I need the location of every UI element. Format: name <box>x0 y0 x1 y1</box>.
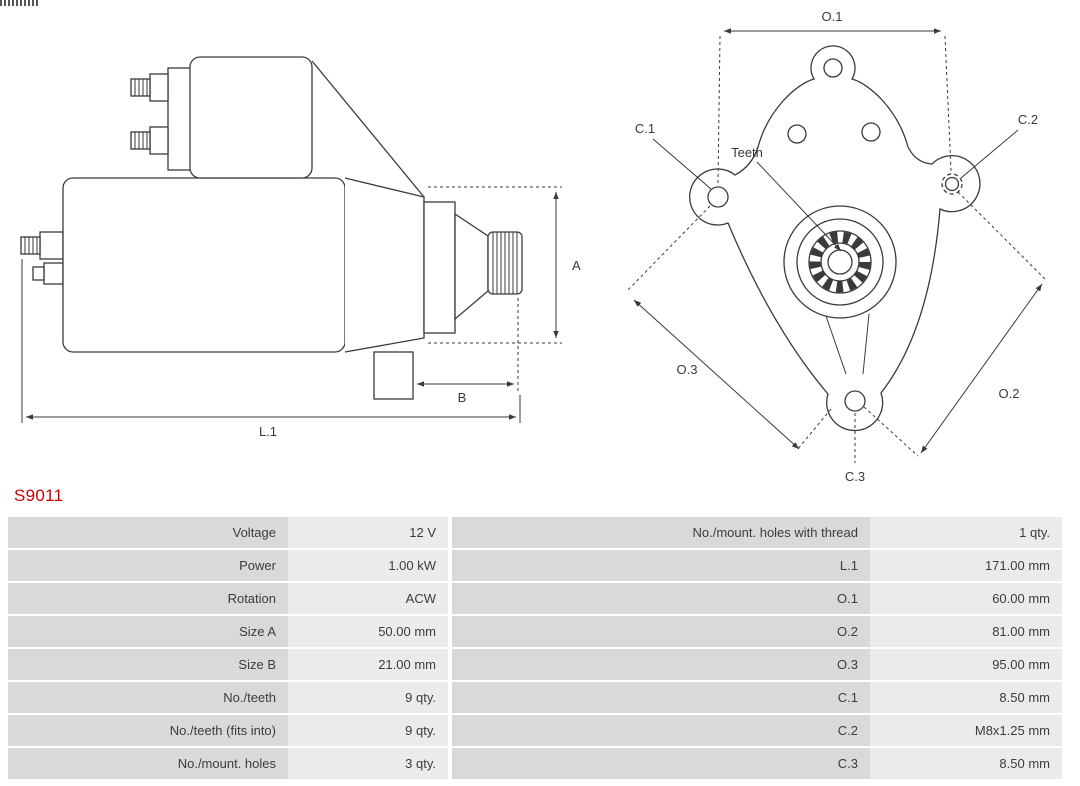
spec-label-cell: Power <box>8 550 288 581</box>
spec-value-cell: 8.50 mm <box>870 682 1062 713</box>
spec-row: No./teeth (fits into) 9 qty. C.2 M8x1.25… <box>8 715 1062 746</box>
spec-label-cell: No./teeth (fits into) <box>8 715 288 746</box>
dim-label-o1: O.1 <box>822 9 843 24</box>
spec-row: No./teeth 9 qty. C.1 8.50 mm <box>8 682 1062 713</box>
spec-label-cell: L.1 <box>452 550 870 581</box>
solenoid <box>130 56 313 179</box>
dim-label-b: B <box>458 390 467 405</box>
dim-extension-o2-bottom <box>863 406 919 457</box>
gear-spline-teeth <box>809 231 871 293</box>
spec-value-cell: 60.00 mm <box>870 583 1062 614</box>
spec-label-cell: No./mount. holes with thread <box>452 517 870 548</box>
spec-label-cell: O.2 <box>452 616 870 647</box>
side-view-labels: A B L.1 <box>259 258 581 439</box>
tab-hole <box>823 58 843 78</box>
starter-side-view <box>20 56 523 400</box>
spec-row: Size A 50.00 mm O.2 81.00 mm <box>8 616 1062 647</box>
spec-value-cell: 9 qty. <box>288 715 448 746</box>
spec-label-cell: No./teeth <box>8 682 288 713</box>
dim-extension-o3-top <box>626 205 711 292</box>
dim-extension-o3-bottom <box>796 408 832 451</box>
side-view-dimensions <box>21 186 562 423</box>
spec-value-cell: 8.50 mm <box>870 748 1062 779</box>
dim-extension-o2-top <box>957 191 1046 280</box>
spec-row: No./mount. holes 3 qty. C.3 8.50 mm <box>8 748 1062 779</box>
dim-extension-o1-right <box>944 35 952 172</box>
spec-row: Power 1.00 kW L.1 171.00 mm <box>8 550 1062 581</box>
spec-value-cell: 1 qty. <box>870 517 1062 548</box>
spec-table: Voltage 12 V No./mount. holes with threa… <box>8 517 1062 779</box>
teeth-label: Teeth <box>731 145 763 160</box>
spec-value-cell: 21.00 mm <box>288 649 448 680</box>
column-divider <box>448 583 452 614</box>
column-divider <box>448 550 452 581</box>
spec-row: Size B 21.00 mm O.3 95.00 mm <box>8 649 1062 680</box>
dim-label-l1: L.1 <box>259 424 277 439</box>
dim-line-o3 <box>633 299 800 450</box>
spec-label-cell: O.1 <box>452 583 870 614</box>
spec-value-cell: M8x1.25 mm <box>870 715 1062 746</box>
dim-label-c1: C.1 <box>635 121 655 136</box>
column-divider <box>448 517 452 548</box>
spec-row: Rotation ACW O.1 60.00 mm <box>8 583 1062 614</box>
drive-end-housing <box>311 60 489 353</box>
mounting-foot <box>373 351 414 400</box>
spec-value-cell: 50.00 mm <box>288 616 448 647</box>
dim-label-c3: C.3 <box>845 469 865 484</box>
technical-drawing: A B L.1 <box>20 9 1046 484</box>
spec-label-cell: C.1 <box>452 682 870 713</box>
pinion-gear <box>487 231 523 295</box>
spec-label-cell: O.3 <box>452 649 870 680</box>
leader-c1 <box>652 138 712 190</box>
spec-value-cell: 12 V <box>288 517 448 548</box>
spec-value-cell: 9 qty. <box>288 682 448 713</box>
leader-teeth <box>756 161 842 252</box>
column-divider <box>448 649 452 680</box>
flange-rib-lines <box>825 313 870 375</box>
battery-terminal <box>20 231 64 285</box>
spec-value-cell: 1.00 kW <box>288 550 448 581</box>
motor-body <box>62 177 346 353</box>
shaft-hole <box>827 249 853 275</box>
mount-hole-c3 <box>844 390 866 412</box>
bell-bolt-right <box>861 122 881 142</box>
column-divider <box>448 715 452 746</box>
starter-front-view <box>689 45 981 432</box>
mount-hole-c1 <box>707 186 729 208</box>
spec-value-cell: 95.00 mm <box>870 649 1062 680</box>
dim-label-o2: O.2 <box>999 386 1020 401</box>
front-view-dimensions <box>626 28 1046 463</box>
spec-row: Voltage 12 V No./mount. holes with threa… <box>8 517 1062 548</box>
barcode-artifact <box>0 0 40 6</box>
spec-label-cell: Rotation <box>8 583 288 614</box>
dim-line-o2 <box>920 283 1043 454</box>
column-divider <box>448 616 452 647</box>
spec-label-cell: C.3 <box>452 748 870 779</box>
part-number: S9011 <box>14 486 64 505</box>
spec-label-cell: Voltage <box>8 517 288 548</box>
dim-label-a: A <box>572 258 581 273</box>
leader-c2 <box>960 129 1019 179</box>
dim-extension-a <box>428 186 562 344</box>
bell-bolt-left <box>787 124 807 144</box>
spec-value-cell: 171.00 mm <box>870 550 1062 581</box>
dim-label-o3: O.3 <box>677 362 698 377</box>
front-view-labels: O.1 C.1 C.2 Teeth O.3 O.2 C.3 <box>635 9 1038 484</box>
gear-spline-inner <box>820 242 860 282</box>
spec-value-cell: 3 qty. <box>288 748 448 779</box>
dim-extension-o1-left <box>717 35 721 185</box>
spec-label-cell: Size A <box>8 616 288 647</box>
column-divider <box>448 682 452 713</box>
spec-label-cell: C.2 <box>452 715 870 746</box>
dim-label-c2: C.2 <box>1018 112 1038 127</box>
spec-label-cell: Size B <box>8 649 288 680</box>
spec-value-cell: ACW <box>288 583 448 614</box>
spec-value-cell: 81.00 mm <box>870 616 1062 647</box>
spec-label-cell: No./mount. holes <box>8 748 288 779</box>
mount-hole-c2-thread <box>944 176 960 192</box>
column-divider <box>448 748 452 779</box>
